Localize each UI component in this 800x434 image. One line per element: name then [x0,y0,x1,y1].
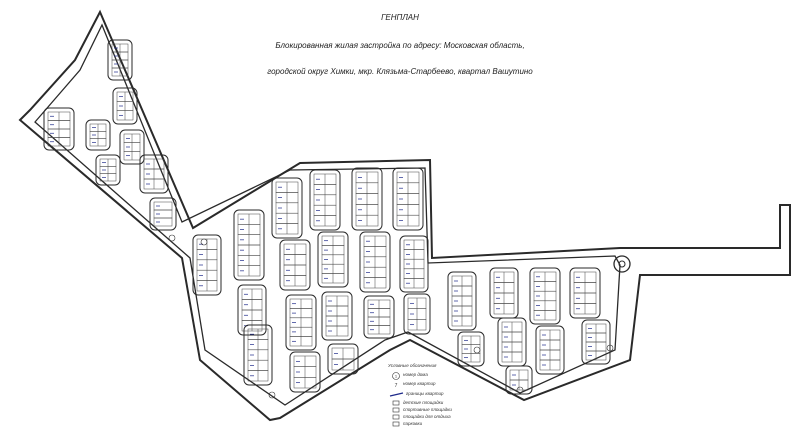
housing-block [447,271,477,331]
playground-marker [268,391,276,399]
playground-marker [168,234,176,242]
housing-block [529,267,561,325]
playground-marker [606,344,614,352]
legend-apartment-border-icon [389,392,404,397]
housing-block [363,295,395,339]
housing-block [505,365,533,395]
housing-block [457,331,485,367]
housing-block [569,267,601,319]
housing-block [309,169,341,231]
housing-block [95,154,121,186]
housing-block [279,239,311,291]
legend-item-label: парковки [403,421,423,426]
housing-block [359,231,391,293]
housing-block [112,87,138,125]
svg-text:1: 1 [395,374,398,379]
housing-block [107,39,133,81]
housing-block [85,119,111,151]
legend-item-label: номер квартир [403,381,436,386]
housing-block [285,294,317,351]
legend-box: 1 7 [389,372,404,427]
plan-subtitle-line1: Блокированная жилая застройка по адресу:… [275,41,525,50]
legend-rest-icon [392,414,400,420]
housing-block [271,177,303,239]
housing-block [317,231,349,288]
housing-block [233,209,265,281]
housing-blocks [43,39,611,395]
housing-block [43,107,75,151]
housing-block [321,291,353,341]
apartment-cell [153,217,173,227]
housing-block [139,154,169,194]
housing-block [535,325,565,375]
housing-block [243,324,273,386]
playground-markers [168,234,614,399]
housing-block [351,167,383,231]
plan-title: ГЕНПЛАН [381,13,419,22]
legend-item-label: детские площадки [403,400,444,405]
housing-block [119,129,145,165]
legend-parking-icon [392,421,400,427]
roundabout [613,255,631,273]
housing-block [327,343,359,375]
playground-marker [200,238,208,246]
housing-block [403,293,431,335]
playground-marker [473,346,481,354]
housing-block [392,167,424,231]
legend-sport-icon [392,407,400,413]
housing-block [192,234,222,296]
housing-block [581,319,611,365]
legend-heading: Условные обозначения [388,363,437,368]
legend-house-number-icon [392,372,400,380]
housing-block [237,284,267,336]
housing-block [289,351,321,393]
legend-item-label: площадки для отдыха [403,414,451,419]
inner-road [34,23,621,406]
legend-item-label: номер дома [403,372,428,377]
plan-subtitle-line2: городской округ Химки, мкр. Клязьма-Стар… [267,67,533,76]
site-boundary [18,9,791,422]
housing-block [399,235,429,293]
legend-item-label: границы квартир [406,391,444,396]
legend-item-label: спортивные площадки [403,407,452,412]
housing-block [149,197,177,231]
svg-text:7: 7 [395,383,398,389]
legend-playground-icon [392,400,400,406]
playground-marker [516,386,524,394]
roundabout-inner [618,260,626,268]
